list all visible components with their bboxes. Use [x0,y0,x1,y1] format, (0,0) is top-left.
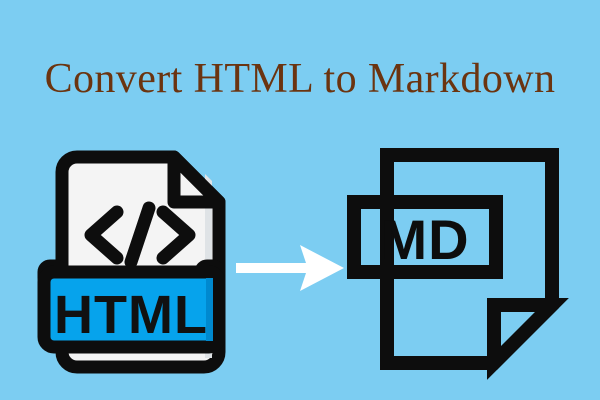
md-file-label: MD [380,208,469,271]
arrow-right-icon [236,245,344,291]
page-title: Convert HTML to Markdown [44,56,556,102]
html-file-icon: HTML [37,150,226,374]
md-label-box [347,195,503,279]
markdown-file-icon: MD [347,148,569,380]
html-document-fold [167,150,226,209]
html-file-label: HTML [54,285,208,345]
md-document-corner-fold [487,298,569,380]
html-banner [37,265,226,354]
code-glyph-icon [84,201,196,269]
html-banner-shade [206,278,213,341]
